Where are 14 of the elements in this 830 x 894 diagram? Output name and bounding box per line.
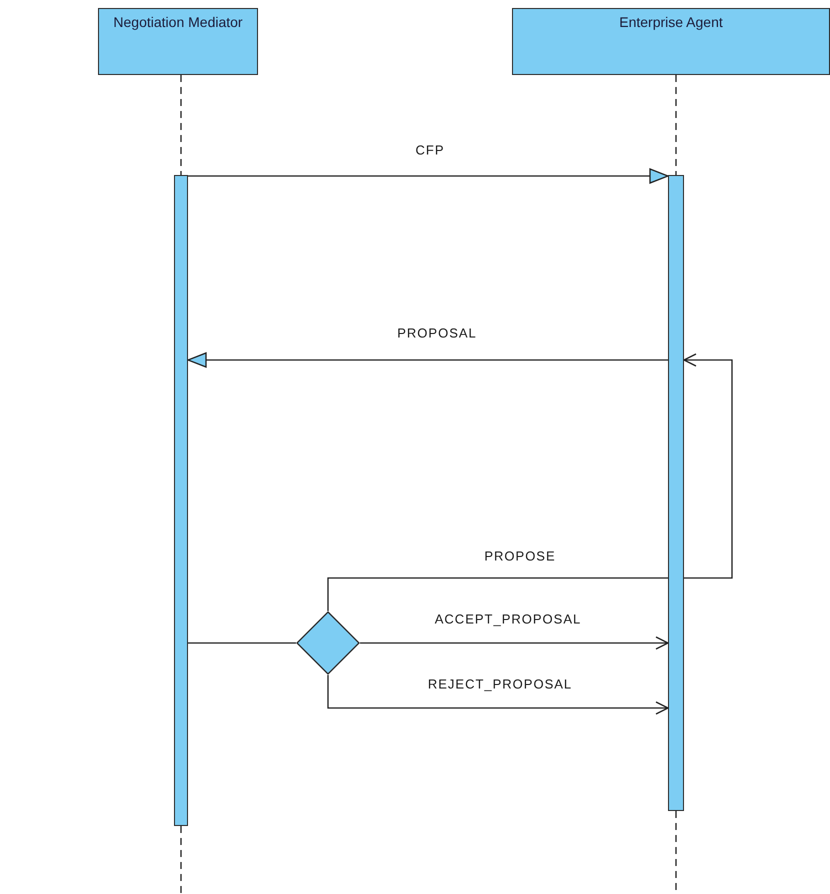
lifeline-title: Enterprise Agent [619, 14, 723, 30]
message-arrow [327, 675, 669, 715]
lifeline-header [98, 8, 258, 75]
message-arrow [327, 353, 733, 611]
lifeline-title: Negotiation Mediator [113, 14, 243, 30]
decision-diamond [296, 611, 360, 675]
activation-bar [174, 175, 188, 826]
lifeline [675, 75, 677, 175]
message-arrow [360, 636, 669, 650]
message-arrow [187, 352, 668, 368]
lifeline [180, 75, 182, 175]
lifeline-header [512, 8, 830, 75]
activation-bar [668, 175, 684, 811]
message-arrow [188, 168, 669, 184]
